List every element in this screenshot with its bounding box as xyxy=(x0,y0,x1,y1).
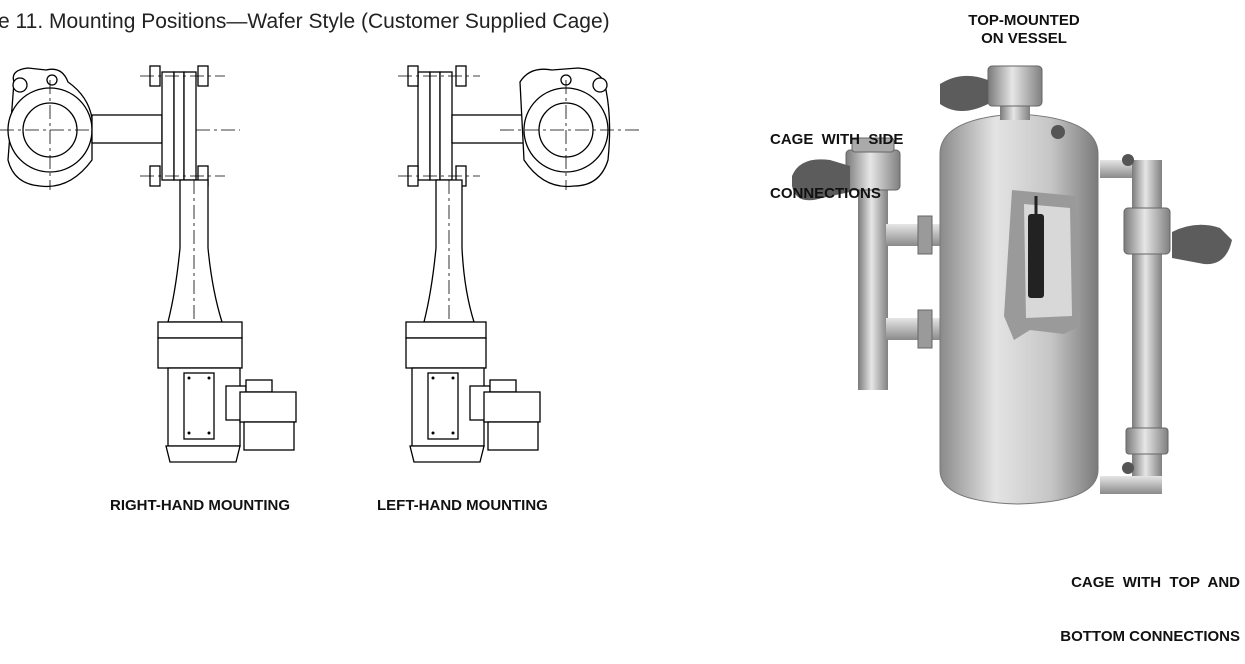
top-mounted-caption-line2: ON VESSEL xyxy=(981,30,1067,47)
side-cage-caption-line1: CAGE WITH SIDE xyxy=(770,131,904,148)
top-mounted-caption-line1: TOP-MOUNTED xyxy=(968,12,1080,29)
right-hand-mounting-drawing xyxy=(0,65,297,463)
side-cage-caption-line2: CONNECTIONS xyxy=(770,185,881,202)
right-hand-caption: RIGHT-HAND MOUNTING xyxy=(110,497,290,514)
tb-cage-caption: CAGE WITH TOP AND BOTTOM CONNECTIONS xyxy=(1030,538,1240,664)
side-cage-caption: CAGE WITH SIDE CONNECTIONS xyxy=(770,95,903,221)
top-mounted-caption: TOP-MOUNTED ON VESSEL xyxy=(956,12,1092,48)
tb-cage-caption-line2: BOTTOM CONNECTIONS xyxy=(1060,628,1240,645)
figure-title: e 11. Mounting Positions—Wafer Style (Cu… xyxy=(0,10,610,33)
left-hand-caption: LEFT-HAND MOUNTING xyxy=(377,497,548,514)
left-hand-mounting-drawing xyxy=(398,65,640,463)
vessel-illustration xyxy=(792,65,1232,505)
tb-cage-caption-line1: CAGE WITH TOP AND xyxy=(1071,574,1240,591)
side-cage-pipe xyxy=(858,180,888,390)
